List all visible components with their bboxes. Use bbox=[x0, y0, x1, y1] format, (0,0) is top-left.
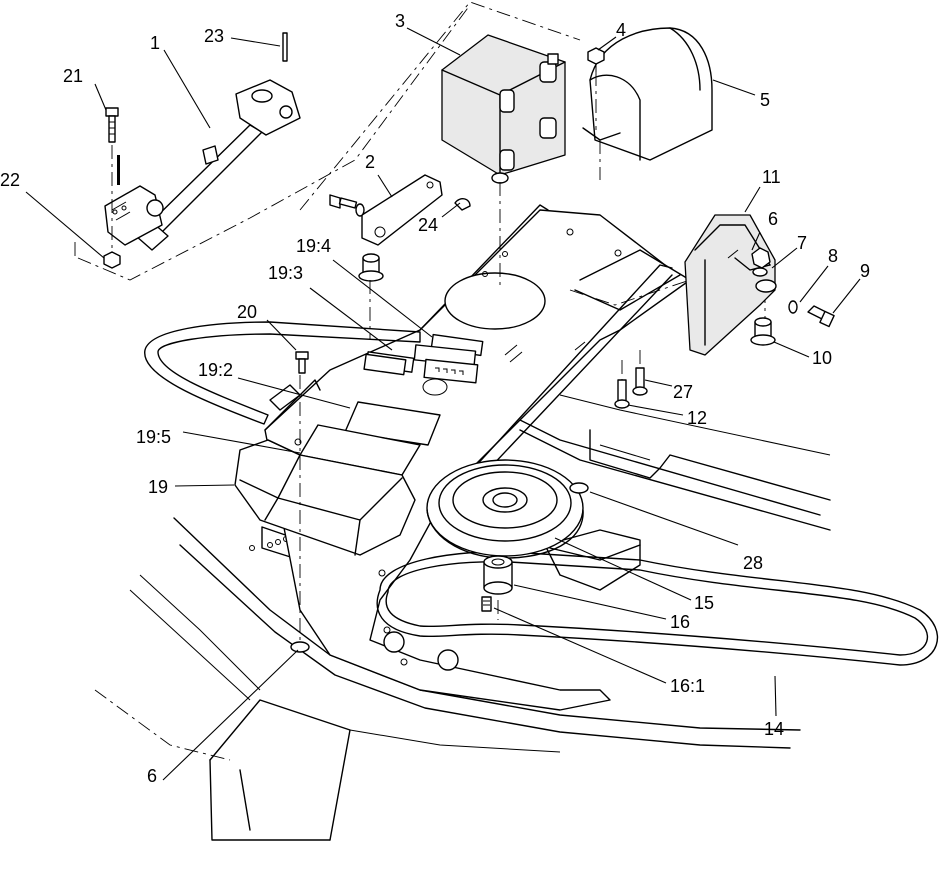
washer-7 bbox=[752, 267, 768, 277]
drive-belt bbox=[376, 551, 939, 666]
gearbox bbox=[299, 1, 581, 211]
callout-1: 1 bbox=[150, 33, 160, 53]
left-belt bbox=[144, 321, 421, 425]
mount-bracket-2 bbox=[329, 174, 443, 246]
callout-4: 4 bbox=[616, 20, 626, 40]
callout-16: 16 bbox=[670, 612, 690, 632]
callout-19-4: 19:4 bbox=[296, 236, 331, 256]
callout-7: 7 bbox=[797, 233, 807, 253]
callout-11: 11 bbox=[762, 167, 781, 187]
bolt-27 bbox=[632, 367, 648, 396]
callout-10: 10 bbox=[812, 348, 832, 368]
callout-21: 21 bbox=[63, 66, 83, 86]
driveshaft bbox=[74, 4, 471, 281]
callout-5: 5 bbox=[760, 90, 770, 110]
callout-14: 14 bbox=[764, 719, 784, 739]
bushing-10 bbox=[750, 317, 776, 346]
pin-23 bbox=[282, 32, 288, 62]
washer-8 bbox=[788, 300, 798, 314]
main-plate bbox=[264, 204, 691, 711]
mower-deck bbox=[94, 394, 831, 841]
key-24 bbox=[454, 198, 471, 211]
bushing bbox=[358, 253, 384, 282]
screw-20 bbox=[295, 351, 309, 374]
nut-6 bbox=[751, 247, 771, 269]
bolt-9 bbox=[807, 305, 835, 328]
callout-15: 15 bbox=[694, 593, 714, 613]
callout-20: 20 bbox=[237, 302, 257, 322]
nut-4 bbox=[587, 47, 605, 72]
washer-6 bbox=[290, 641, 310, 653]
callout-19-5: 19:5 bbox=[136, 427, 171, 447]
callout-19: 19 bbox=[148, 477, 168, 497]
belt-shield bbox=[234, 439, 416, 556]
callout-2: 2 bbox=[365, 152, 375, 172]
callout-19-2: 19:2 bbox=[198, 360, 233, 380]
callout-3: 3 bbox=[395, 11, 405, 31]
bolt-21 bbox=[105, 107, 119, 143]
pulley bbox=[426, 459, 584, 559]
bolt-12 bbox=[614, 379, 630, 409]
callout-27: 27 bbox=[673, 382, 693, 402]
callout-12: 12 bbox=[687, 408, 707, 428]
gear-shield bbox=[582, 27, 713, 180]
callout-8: 8 bbox=[828, 246, 838, 266]
callout-9: 9 bbox=[860, 261, 870, 281]
callout-6-upper: 6 bbox=[768, 209, 778, 229]
callout-6-lower: 6 bbox=[147, 766, 157, 786]
callout-23: 23 bbox=[204, 26, 224, 46]
callouts: 1 2 3 4 5 6 6 7 8 9 10 11 12 14 15 16 16… bbox=[0, 11, 870, 786]
leader-lines bbox=[25, 27, 861, 781]
roll-pin bbox=[117, 155, 120, 185]
washer-28 bbox=[569, 482, 589, 494]
pulley-hub bbox=[481, 555, 513, 612]
nut-22 bbox=[103, 251, 121, 269]
callout-16-1: 16:1 bbox=[670, 676, 705, 696]
callout-22: 22 bbox=[0, 170, 20, 190]
centerlines bbox=[111, 72, 691, 640]
callout-24: 24 bbox=[418, 215, 438, 235]
callout-19-3: 19:3 bbox=[268, 263, 303, 283]
callout-28: 28 bbox=[743, 553, 763, 573]
